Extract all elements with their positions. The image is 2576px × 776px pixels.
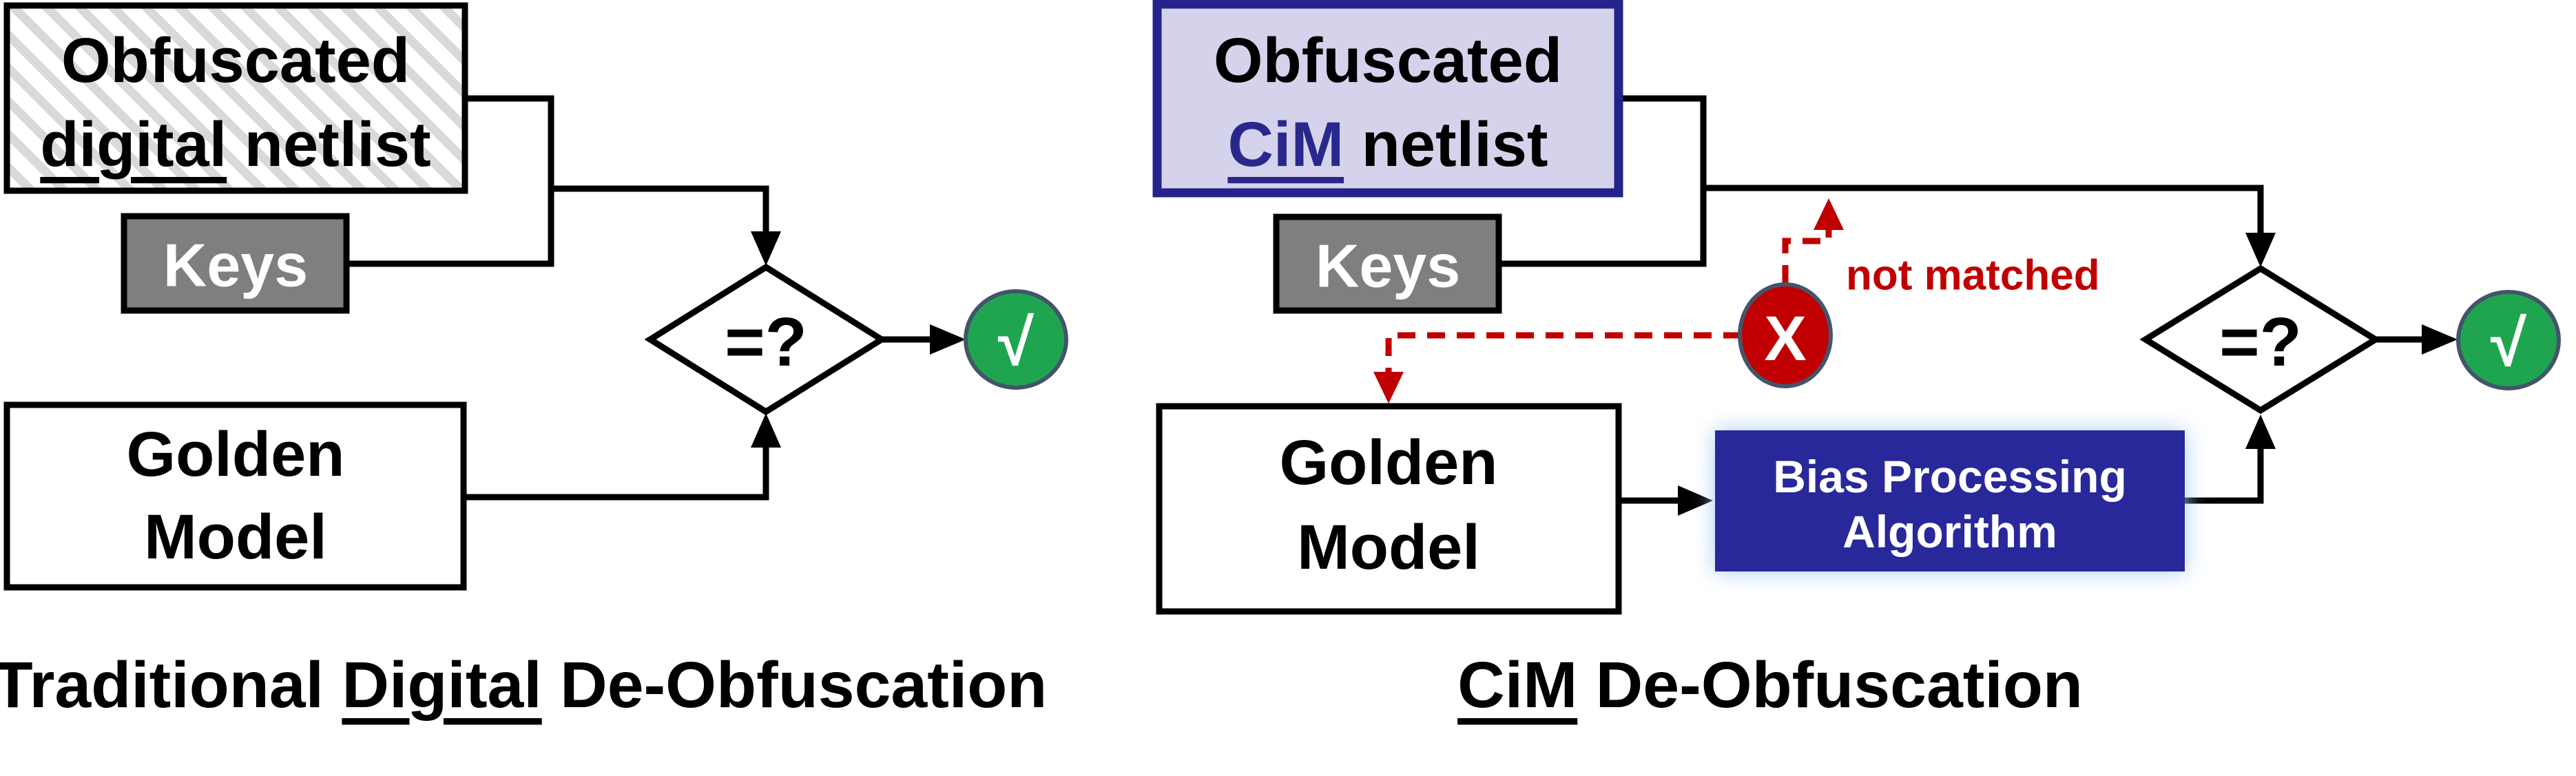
check-circle-icon-right: [2456, 290, 2561, 390]
right-comparator-input-wire: [1703, 185, 2264, 237]
bias-line2: Algorithm: [1842, 506, 2057, 557]
caption-digital-word: Digital: [342, 649, 541, 722]
obfuscated-digital-netlist-box: Obfuscated digital netlist: [3, 2, 468, 194]
golden-model-box-right: Golden Model: [1156, 403, 1622, 615]
diamond-shape-right: [2139, 264, 2382, 415]
cim-netlist-line2: CiM netlist: [1227, 109, 1548, 180]
compare-label: =?: [725, 304, 807, 381]
comparator-diamond-right: =?: [2139, 264, 2382, 415]
keys-box-left: Keys: [121, 213, 350, 314]
caption-right-post: De-Obfuscation: [1577, 649, 2083, 722]
golden-right-line1: Golden: [1280, 428, 1498, 498]
success-icon: √: [964, 289, 1068, 390]
keys-rect-right: [1273, 213, 1502, 314]
left-arrowhead-into-diamond-bottom: [751, 413, 781, 448]
right-arrowhead-into-diamond-top: [2245, 233, 2276, 267]
check-glyph-right: √: [2491, 307, 2527, 380]
x-glyph: X: [1764, 304, 1806, 374]
golden-line1: Golden: [127, 419, 345, 490]
caption-cim-word: CiM: [1457, 649, 1577, 722]
left-arrowhead-into-check: [930, 324, 966, 355]
feedback-to-golden-wire: [1385, 332, 1741, 387]
obfuscated-cim-netlist-box: Obfuscated CiM netlist: [1152, 0, 1623, 198]
keys-label-right: Keys: [1316, 232, 1460, 300]
x-circle-icon: [1738, 282, 1833, 388]
caption-pre: Traditional: [0, 649, 342, 722]
right-caption: CiM De-Obfuscation: [1457, 649, 2083, 722]
check-circle-icon: [964, 289, 1068, 390]
success-icon-right: √: [2456, 290, 2561, 390]
left-connector-wires: [346, 95, 966, 501]
golden-right-line2: Model: [1297, 512, 1480, 583]
arrowhead-into-bias: [1678, 485, 1713, 516]
left-golden-wire: [464, 445, 769, 501]
right-connector-wires: [1499, 95, 2458, 516]
left-arrowhead-into-diamond-top: [751, 231, 781, 266]
golden-model-box-left: Golden Model: [3, 401, 467, 591]
cim-word: CiM: [1227, 109, 1344, 180]
not-matched-feedback-wires: [1373, 198, 1844, 403]
cim-netlist-line1: Obfuscated: [1214, 25, 1562, 96]
right-netlist-keys-wire: [1499, 95, 1707, 267]
netlist-line2: digital netlist: [40, 109, 430, 180]
golden-line2: Model: [144, 502, 327, 572]
compare-label-right: =?: [2219, 304, 2301, 381]
digital-word: digital: [40, 109, 227, 180]
failure-icon: X: [1738, 282, 1833, 388]
diamond-shape: [644, 263, 888, 416]
red-arrowhead-up: [1814, 198, 1844, 230]
netlist-word: netlist: [227, 109, 430, 180]
right-arrowhead-into-diamond-bottom: [2245, 415, 2276, 449]
netlist-line1: Obfuscated: [61, 25, 410, 96]
keys-label: Keys: [163, 231, 308, 300]
keys-box-right: Keys: [1273, 213, 1502, 314]
check-glyph: √: [998, 306, 1035, 379]
bias-line1: Bias Processing: [1773, 451, 2127, 502]
bias-to-comparator-wire: [2185, 446, 2264, 504]
left-comparator-input-wire: [548, 185, 769, 237]
not-matched-label: not matched: [1846, 252, 2100, 300]
keys-rect: [121, 213, 350, 314]
cim-rect: [1152, 0, 1623, 198]
red-arrowhead-into-golden: [1373, 372, 1404, 403]
comparator-diamond-left: =?: [644, 263, 888, 416]
hatched-rect: [3, 2, 468, 194]
bias-rect: [1715, 430, 2185, 571]
golden-rect: [3, 401, 467, 591]
bias-processing-algorithm-box: Bias Processing Algorithm: [1715, 430, 2185, 571]
caption-post: De-Obfuscation: [542, 649, 1048, 722]
left-netlist-keys-wire: [346, 95, 554, 267]
cim-netlist-word: netlist: [1344, 109, 1548, 180]
right-arrowhead-into-check: [2422, 324, 2458, 355]
left-caption: Traditional Digital De-Obfuscation: [0, 649, 1047, 722]
golden-rect-right: [1156, 403, 1622, 615]
